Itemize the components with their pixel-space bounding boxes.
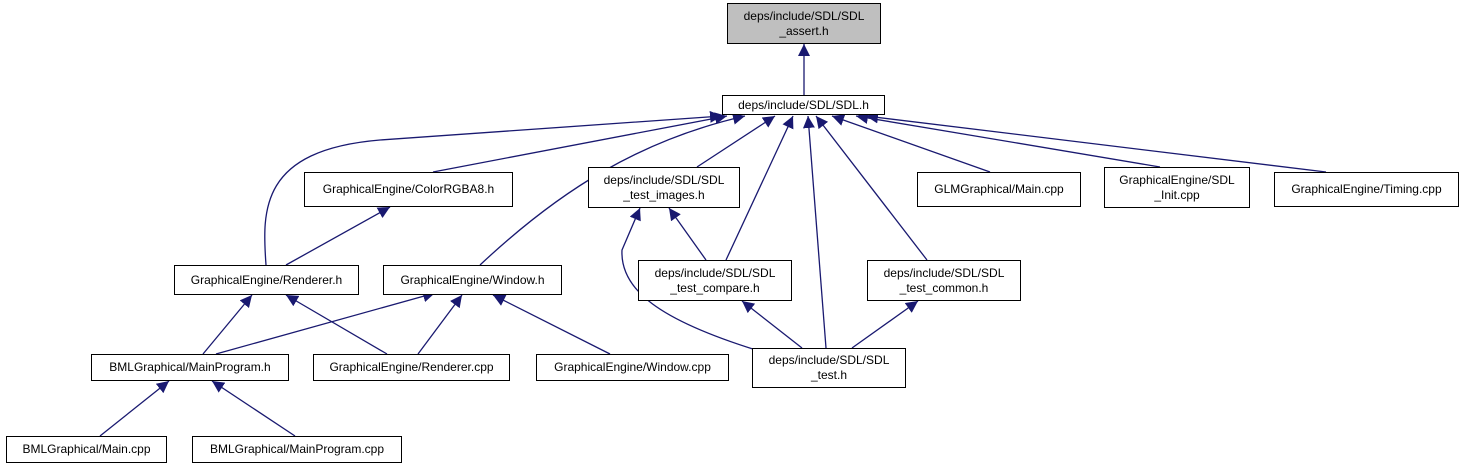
graph-node-n8[interactable]: GraphicalEngine/Window.h (383, 265, 562, 295)
edge-n12-n7 (285, 294, 388, 355)
graph-node-n11[interactable]: BMLGraphical/MainProgram.h (91, 354, 289, 381)
edge-n4-n1 (831, 114, 991, 173)
edge-n2-n1 (432, 112, 728, 173)
edge-n9-n1 (725, 115, 794, 261)
graph-node-n16[interactable]: BMLGraphical/MainProgram.cpp (192, 436, 402, 463)
edge-n9-n3 (668, 207, 707, 261)
graph-node-n4[interactable]: GLMGraphical/Main.cpp (917, 172, 1081, 207)
graph-node-n2[interactable]: GraphicalEngine/ColorRGBA8.h (304, 172, 513, 207)
edge-n7-n1 (264, 110, 723, 266)
graph-node-n5[interactable]: GraphicalEngine/SDL _Init.cpp (1104, 167, 1250, 208)
graph-node-n9[interactable]: deps/include/SDL/SDL _test_compare.h (638, 260, 792, 301)
edge-n12-n8 (417, 294, 463, 355)
graph-node-n14[interactable]: deps/include/SDL/SDL _test.h (752, 348, 906, 388)
edge-n13-n8 (492, 294, 611, 355)
graph-node-n1[interactable]: deps/include/SDL/SDL.h (722, 95, 885, 115)
edge-n14-n1 (802, 115, 827, 349)
graph-node-n6[interactable]: GraphicalEngine/Timing.cpp (1274, 172, 1459, 207)
edge-n6-n1 (865, 111, 1327, 173)
graph-node-n10[interactable]: deps/include/SDL/SDL _test_common.h (867, 260, 1021, 301)
graph-node-n15[interactable]: BMLGraphical/Main.cpp (6, 436, 167, 463)
edge-n14-n10 (851, 300, 919, 349)
graph-node-n12[interactable]: GraphicalEngine/Renderer.cpp (313, 354, 510, 381)
edge-n11-n8 (215, 290, 436, 355)
edge-n10-n1 (815, 115, 928, 261)
edge-n7-n2 (285, 206, 391, 266)
edge-n16-n11 (211, 380, 296, 437)
graph-node-n0: deps/include/SDL/SDL _assert.h (727, 3, 881, 44)
edge-n11-n7 (202, 294, 253, 355)
graph-node-n3[interactable]: deps/include/SDL/SDL _test_images.h (588, 167, 740, 208)
graph-node-n7[interactable]: GraphicalEngine/Renderer.h (174, 265, 359, 295)
edge-n3-n1 (696, 115, 776, 168)
edge-n5-n1 (855, 112, 1161, 168)
edge-n15-n11 (99, 380, 170, 437)
graph-node-n13[interactable]: GraphicalEngine/Window.cpp (536, 354, 729, 381)
edge-n14-n9 (741, 300, 803, 349)
